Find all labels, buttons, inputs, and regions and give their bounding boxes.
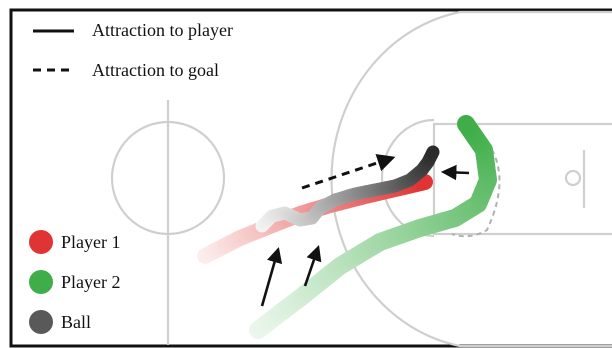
- legend-player1-label: Player 1: [61, 232, 120, 252]
- legend-player2-swatch: [29, 270, 53, 294]
- legend-dashed-label: Attraction to goal: [92, 60, 219, 80]
- legend-ball-swatch: [29, 310, 53, 334]
- goal-attraction-arrow: [301, 154, 396, 190]
- arrows: [260, 154, 470, 307]
- legend-arrows: Attraction to player Attraction to goal: [33, 20, 233, 80]
- hoop: [564, 169, 582, 187]
- restricted-area: [451, 141, 501, 238]
- legend-ball-label: Ball: [61, 312, 91, 332]
- player-attraction-arrow-2: [303, 245, 322, 287]
- center-circle: [110, 120, 226, 236]
- legend-entities: Player 1 Player 2 Ball: [29, 230, 120, 334]
- legend-solid-label: Attraction to player: [92, 20, 233, 40]
- player2-trajectory-dot: [457, 115, 475, 133]
- free-throw-lane: [432, 122, 612, 236]
- player-attraction-arrow-3: [440, 164, 470, 181]
- legend-player2-label: Player 2: [61, 272, 120, 292]
- legend-player1-swatch: [29, 230, 53, 254]
- ball-trajectory-dot: [426, 145, 440, 159]
- player-attraction-arrow-1: [260, 247, 283, 307]
- player2-trajectory: [249, 115, 497, 339]
- ball-trajectory: [255, 145, 440, 233]
